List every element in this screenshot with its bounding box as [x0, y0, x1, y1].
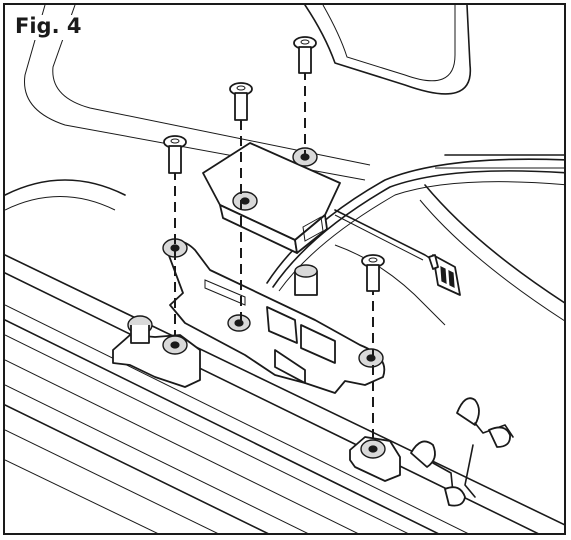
mounting-screw-3	[293, 36, 317, 74]
mounting-screw-1	[163, 135, 187, 174]
rail	[5, 254, 564, 533]
mounting-screw-4	[361, 254, 385, 292]
assembly-guides	[174, 70, 374, 445]
housing-outline	[5, 5, 564, 326]
exploded-assembly-drawing	[5, 5, 564, 533]
mounting-screw-2	[229, 82, 253, 121]
connector-plug	[428, 254, 461, 296]
sensor-module	[202, 142, 341, 296]
figure-frame: Fig. 4	[3, 3, 566, 535]
figure-label: Fig. 4	[15, 14, 88, 41]
mounting-clip-left	[112, 315, 201, 388]
mounting-clip-center	[349, 436, 401, 482]
cable-clamp	[410, 397, 514, 507]
mounting-bracket	[162, 238, 386, 394]
